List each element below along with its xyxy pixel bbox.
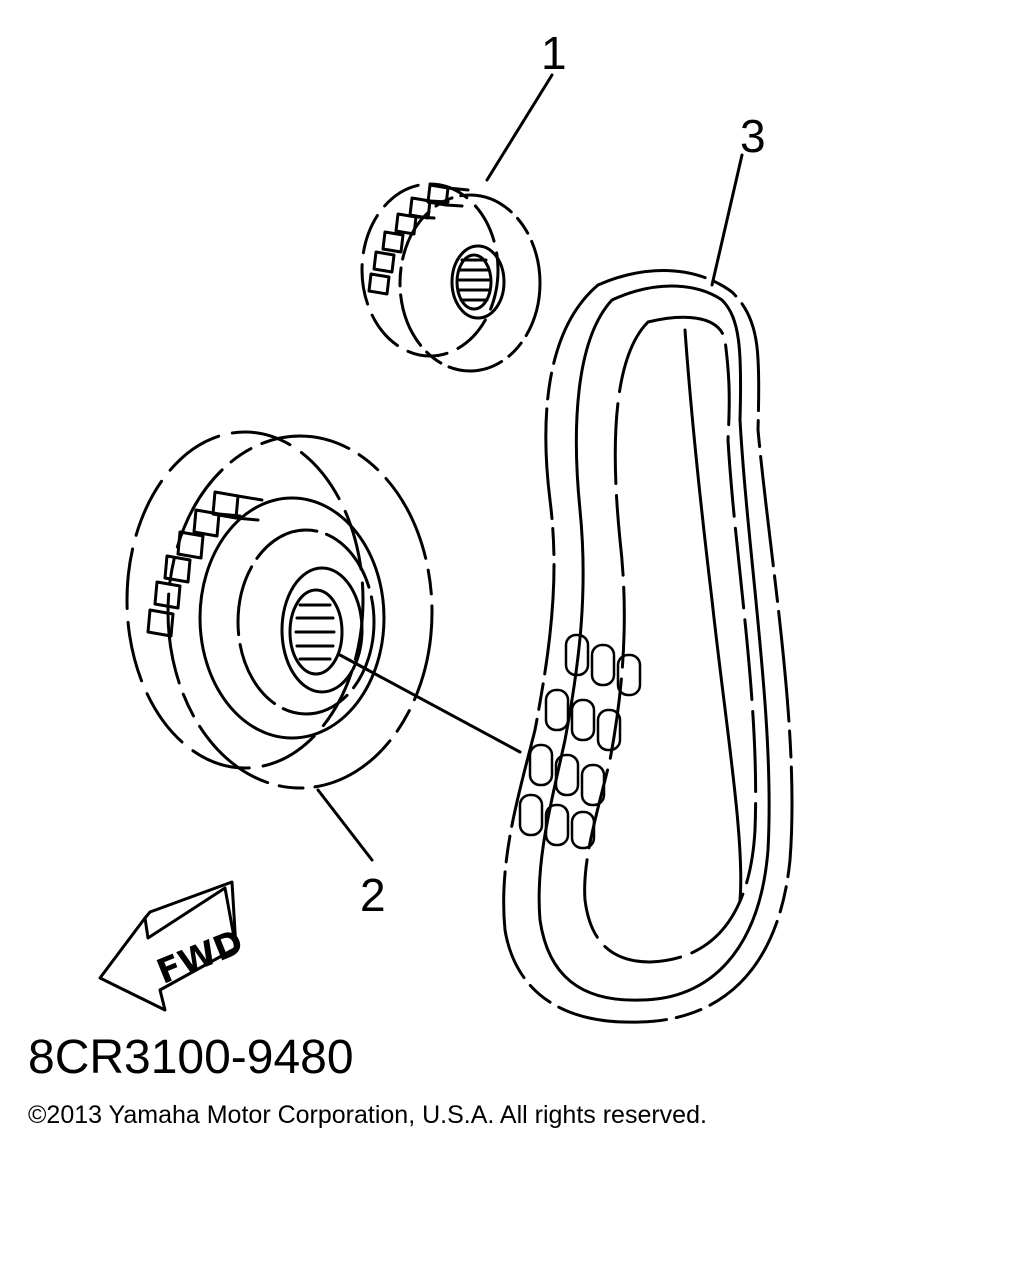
part-code: 8CR3100-9480 <box>28 1031 354 1084</box>
forward-direction-arrow-icon <box>98 880 238 1012</box>
large-sprocket-part-2 <box>125 430 434 790</box>
small-sprocket-part-1 <box>360 182 542 373</box>
chain-section <box>518 633 642 850</box>
fwd-label: FWD <box>151 922 248 992</box>
callout-2: 2 <box>360 869 386 921</box>
copyright-notice: ©2013 Yamaha Motor Corporation, U.S.A. A… <box>28 1101 707 1129</box>
leader-line-3 <box>710 153 744 287</box>
leader-line-shaft <box>338 653 522 754</box>
drive-belt-part-3 <box>502 269 794 1024</box>
callout-1: 1 <box>541 27 567 79</box>
callout-3: 3 <box>740 110 766 162</box>
leader-line-1 <box>485 73 554 182</box>
leader-line-2 <box>316 788 374 862</box>
